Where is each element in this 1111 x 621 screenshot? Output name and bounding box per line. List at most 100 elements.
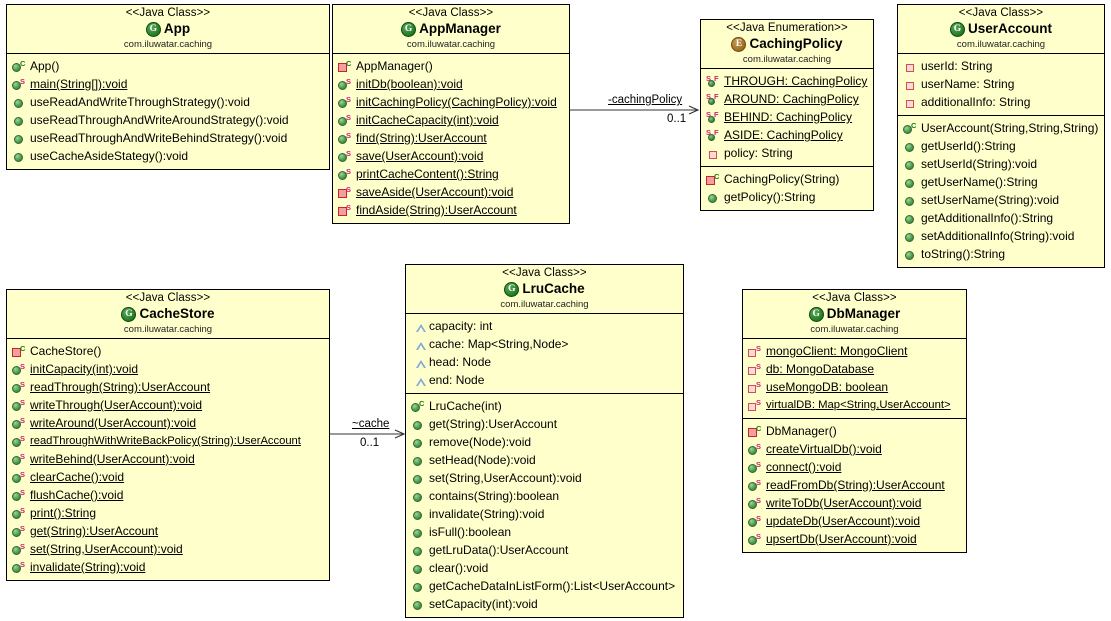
member-row[interactable]: setUserName(String):void [898, 191, 1104, 209]
member-row[interactable]: getUserName():String [898, 173, 1104, 191]
class-header-cachestore: <<Java Class>> G CacheStore com.iluwatar… [7, 290, 329, 339]
member-row[interactable]: clear():void [406, 559, 683, 577]
class-box-lrucache[interactable]: <<Java Class>> G LruCache com.iluwatar.c… [405, 264, 684, 618]
member-row[interactable]: cache: Map<String,Node> [406, 335, 683, 353]
member-row[interactable]: additionalInfo: String [898, 93, 1104, 111]
class-box-app[interactable]: <<Java Class>> G App com.iluwatar.cachin… [6, 4, 330, 170]
member-row[interactable]: getPolicy():String [701, 188, 873, 206]
class-header-dbmanager: <<Java Class>> G DbManager com.iluwatar.… [743, 290, 966, 339]
private-field-icon [706, 147, 721, 160]
public-method-icon [903, 140, 918, 153]
member-row[interactable]: isFull():boolean [406, 523, 683, 541]
member-row[interactable]: useReadThroughAndWriteBehindStrategy():v… [7, 129, 329, 147]
member-row[interactable]: end: Node [406, 371, 683, 389]
member-row[interactable]: setHead(Node):void [406, 451, 683, 469]
member-row[interactable]: useCacheAsideStategy():void [7, 147, 329, 165]
public-static-method-icon: S [12, 77, 27, 91]
public-method-icon [411, 544, 426, 557]
public-static-method-icon: S [338, 113, 353, 127]
member-row[interactable]: userName: String [898, 75, 1104, 93]
public-constructor-icon: C [12, 59, 27, 73]
class-stereotype: <<Java Class>> [958, 7, 1044, 19]
member-row[interactable]: getUserId():String [898, 137, 1104, 155]
member-row[interactable]: remove(Node):void [406, 433, 683, 451]
class-box-cachestore[interactable]: <<Java Class>> G CacheStore com.iluwatar… [6, 289, 330, 581]
class-name: LruCache [522, 281, 585, 297]
class-box-cachingpolicy[interactable]: <<Java Enumeration>> E CachingPolicy com… [700, 19, 874, 211]
class-header-app: <<Java Class>> G App com.iluwatar.cachin… [7, 5, 329, 54]
public-static-method-icon: S [12, 434, 27, 448]
public-static-method-icon: S [12, 524, 27, 538]
member-row[interactable]: invalidate(String):void [406, 505, 683, 523]
public-method-icon [411, 472, 426, 485]
member-row[interactable]: getLruData():UserAccount [406, 541, 683, 559]
member-row[interactable]: userId: String [898, 57, 1104, 75]
member-row[interactable]: getAdditionalInfo():String [898, 209, 1104, 227]
member-row[interactable]: policy: String [701, 144, 873, 162]
member-row[interactable]: toString():String [898, 245, 1104, 263]
class-box-useraccount[interactable]: <<Java Class>> G UserAccount com.iluwata… [897, 4, 1105, 268]
class-box-dbmanager[interactable]: <<Java Class>> G DbManager com.iluwatar.… [742, 289, 967, 553]
member-row[interactable]: contains(String):boolean [406, 487, 683, 505]
class-box-appmanager[interactable]: <<Java Class>> G AppManager com.iluwatar… [332, 4, 570, 224]
public-static-method-icon: S [12, 488, 27, 502]
member-row[interactable]: set(String,UserAccount):void [406, 469, 683, 487]
member-row[interactable]: getCacheDataInListForm():List<UserAccoun… [406, 577, 683, 595]
public-static-method-icon: S [338, 95, 353, 109]
member-row[interactable]: setAdditionalInfo(String):void [898, 227, 1104, 245]
member-row[interactable]: setCapacity(int):void [406, 595, 683, 613]
member-row[interactable]: useReadThroughAndWriteAroundStrategy():v… [7, 111, 329, 129]
member-row[interactable]: get(String):UserAccount [406, 415, 683, 433]
member-row[interactable]: head: Node [406, 353, 683, 371]
member-row[interactable]: capacity: int [406, 317, 683, 335]
java-class-icon: G [121, 306, 137, 322]
member-row[interactable]: useReadAndWriteThroughStrategy():void [7, 93, 329, 111]
member-row[interactable]: setUserId(String):void [898, 155, 1104, 173]
